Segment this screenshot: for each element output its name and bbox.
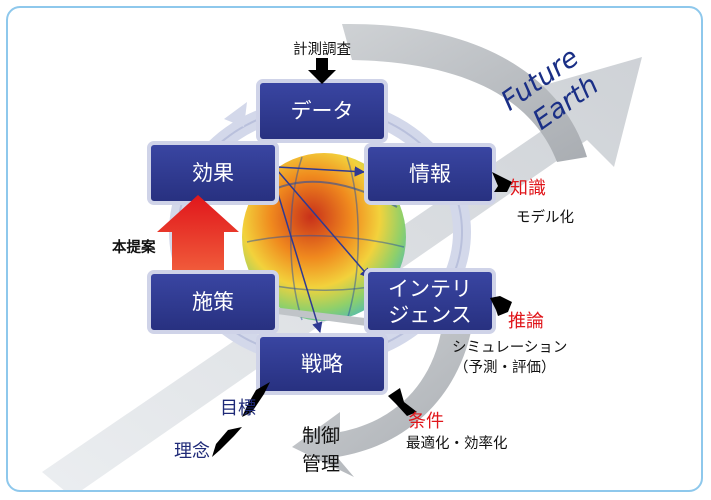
survey-arrow — [308, 58, 336, 84]
label-goal: 目標 — [220, 398, 256, 419]
diagram-frame: データ 情報 インテリ ジェンス 戦略 施策 効果 計測調査 知識 モデル化 推… — [6, 6, 703, 492]
philosophy-arrow — [212, 427, 242, 457]
label-prediction: （予測・評価） — [454, 359, 556, 376]
box-measure-label: 施策 — [192, 290, 234, 314]
knowledge-arrow — [492, 172, 512, 192]
box-measure: 施策 — [147, 270, 279, 334]
conditions-arrow — [388, 388, 417, 416]
label-control-2: 管理 — [302, 453, 340, 475]
label-inference: 推論 — [508, 311, 544, 332]
box-intelligence-label-1: インテリ — [388, 277, 472, 301]
box-effect: 効果 — [147, 141, 279, 205]
label-conditions: 条件 — [408, 411, 444, 432]
box-strategy: 戦略 — [256, 333, 388, 395]
box-data: データ — [256, 79, 388, 143]
input-arrows — [212, 58, 512, 457]
box-data-label: データ — [291, 99, 354, 123]
goal-arrow — [242, 382, 270, 417]
lower-swoosh-arrow — [292, 327, 472, 477]
label-knowledge: 知識 — [510, 178, 546, 199]
label-survey: 計測調査 — [293, 41, 351, 58]
label-simulation: シミュレーション — [452, 340, 567, 356]
upper-swoosh-arrow — [342, 23, 587, 163]
connector-arrows — [271, 166, 371, 334]
box-intelligence-label-2: ジェンス — [388, 303, 472, 327]
box-strategy-label: 戦略 — [301, 352, 343, 376]
label-philosophy: 理念 — [174, 440, 210, 462]
box-effect-label: 効果 — [192, 161, 234, 185]
box-info: 情報 — [364, 143, 496, 205]
proposal-red-arrow — [157, 195, 239, 270]
box-intelligence: インテリ ジェンス — [364, 268, 496, 334]
label-optimization: 最適化・効率化 — [406, 434, 508, 452]
diagram-canvas: データ 情報 インテリ ジェンス 戦略 施策 効果 計測調査 知識 モデル化 推… — [42, 23, 642, 490]
label-proposal: 本提案 — [112, 238, 156, 256]
inference-arrow — [490, 296, 512, 316]
label-control-1: 制御 — [302, 425, 340, 447]
box-info-label: 情報 — [409, 162, 451, 186]
label-model: モデル化 — [516, 208, 574, 226]
